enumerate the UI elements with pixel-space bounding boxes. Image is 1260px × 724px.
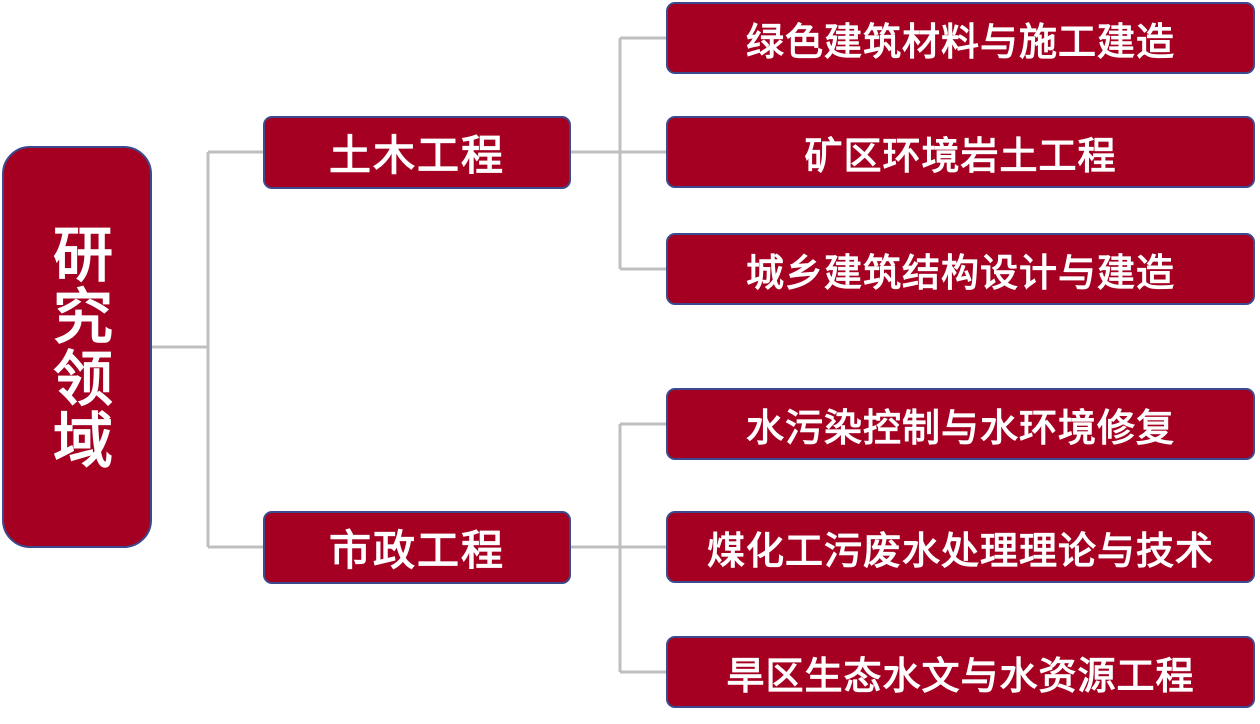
leaf-node-label: 城乡建筑结构设计与建造 [745,250,1175,295]
leaf-node-label: 绿色建筑材料与施工建造 [745,19,1175,64]
root-node-research-fields: 研究领域 [2,146,152,548]
leaf-node-water-pollution-control: 水污染控制与水环境修复 [666,388,1255,460]
leaf-node-label: 旱区生态水文与水资源工程 [726,653,1195,698]
leaf-node-arid-eco-hydrology: 旱区生态水文与水资源工程 [666,636,1255,708]
leaf-node-label: 煤化工污废水处理理论与技术 [706,528,1214,573]
leaf-node-green-building-materials: 绿色建筑材料与施工建造 [666,2,1255,74]
leaf-node-structural-design: 城乡建筑结构设计与建造 [666,233,1255,305]
leaf-node-label: 水污染控制与水环境修复 [745,405,1175,450]
leaf-node-label: 矿区环境岩土工程 [804,133,1117,178]
branch-node-municipal-engineering: 市政工程 [263,511,571,584]
leaf-node-coal-chemical-wastewater: 煤化工污废水处理理论与技术 [666,511,1255,583]
branch-node-label: 市政工程 [328,526,505,575]
leaf-node-mining-geotechnical: 矿区环境岩土工程 [666,116,1255,188]
branch-node-label: 土木工程 [328,131,505,180]
root-node-label: 研究领域 [42,223,113,471]
branch-node-civil-engineering: 土木工程 [263,116,571,189]
